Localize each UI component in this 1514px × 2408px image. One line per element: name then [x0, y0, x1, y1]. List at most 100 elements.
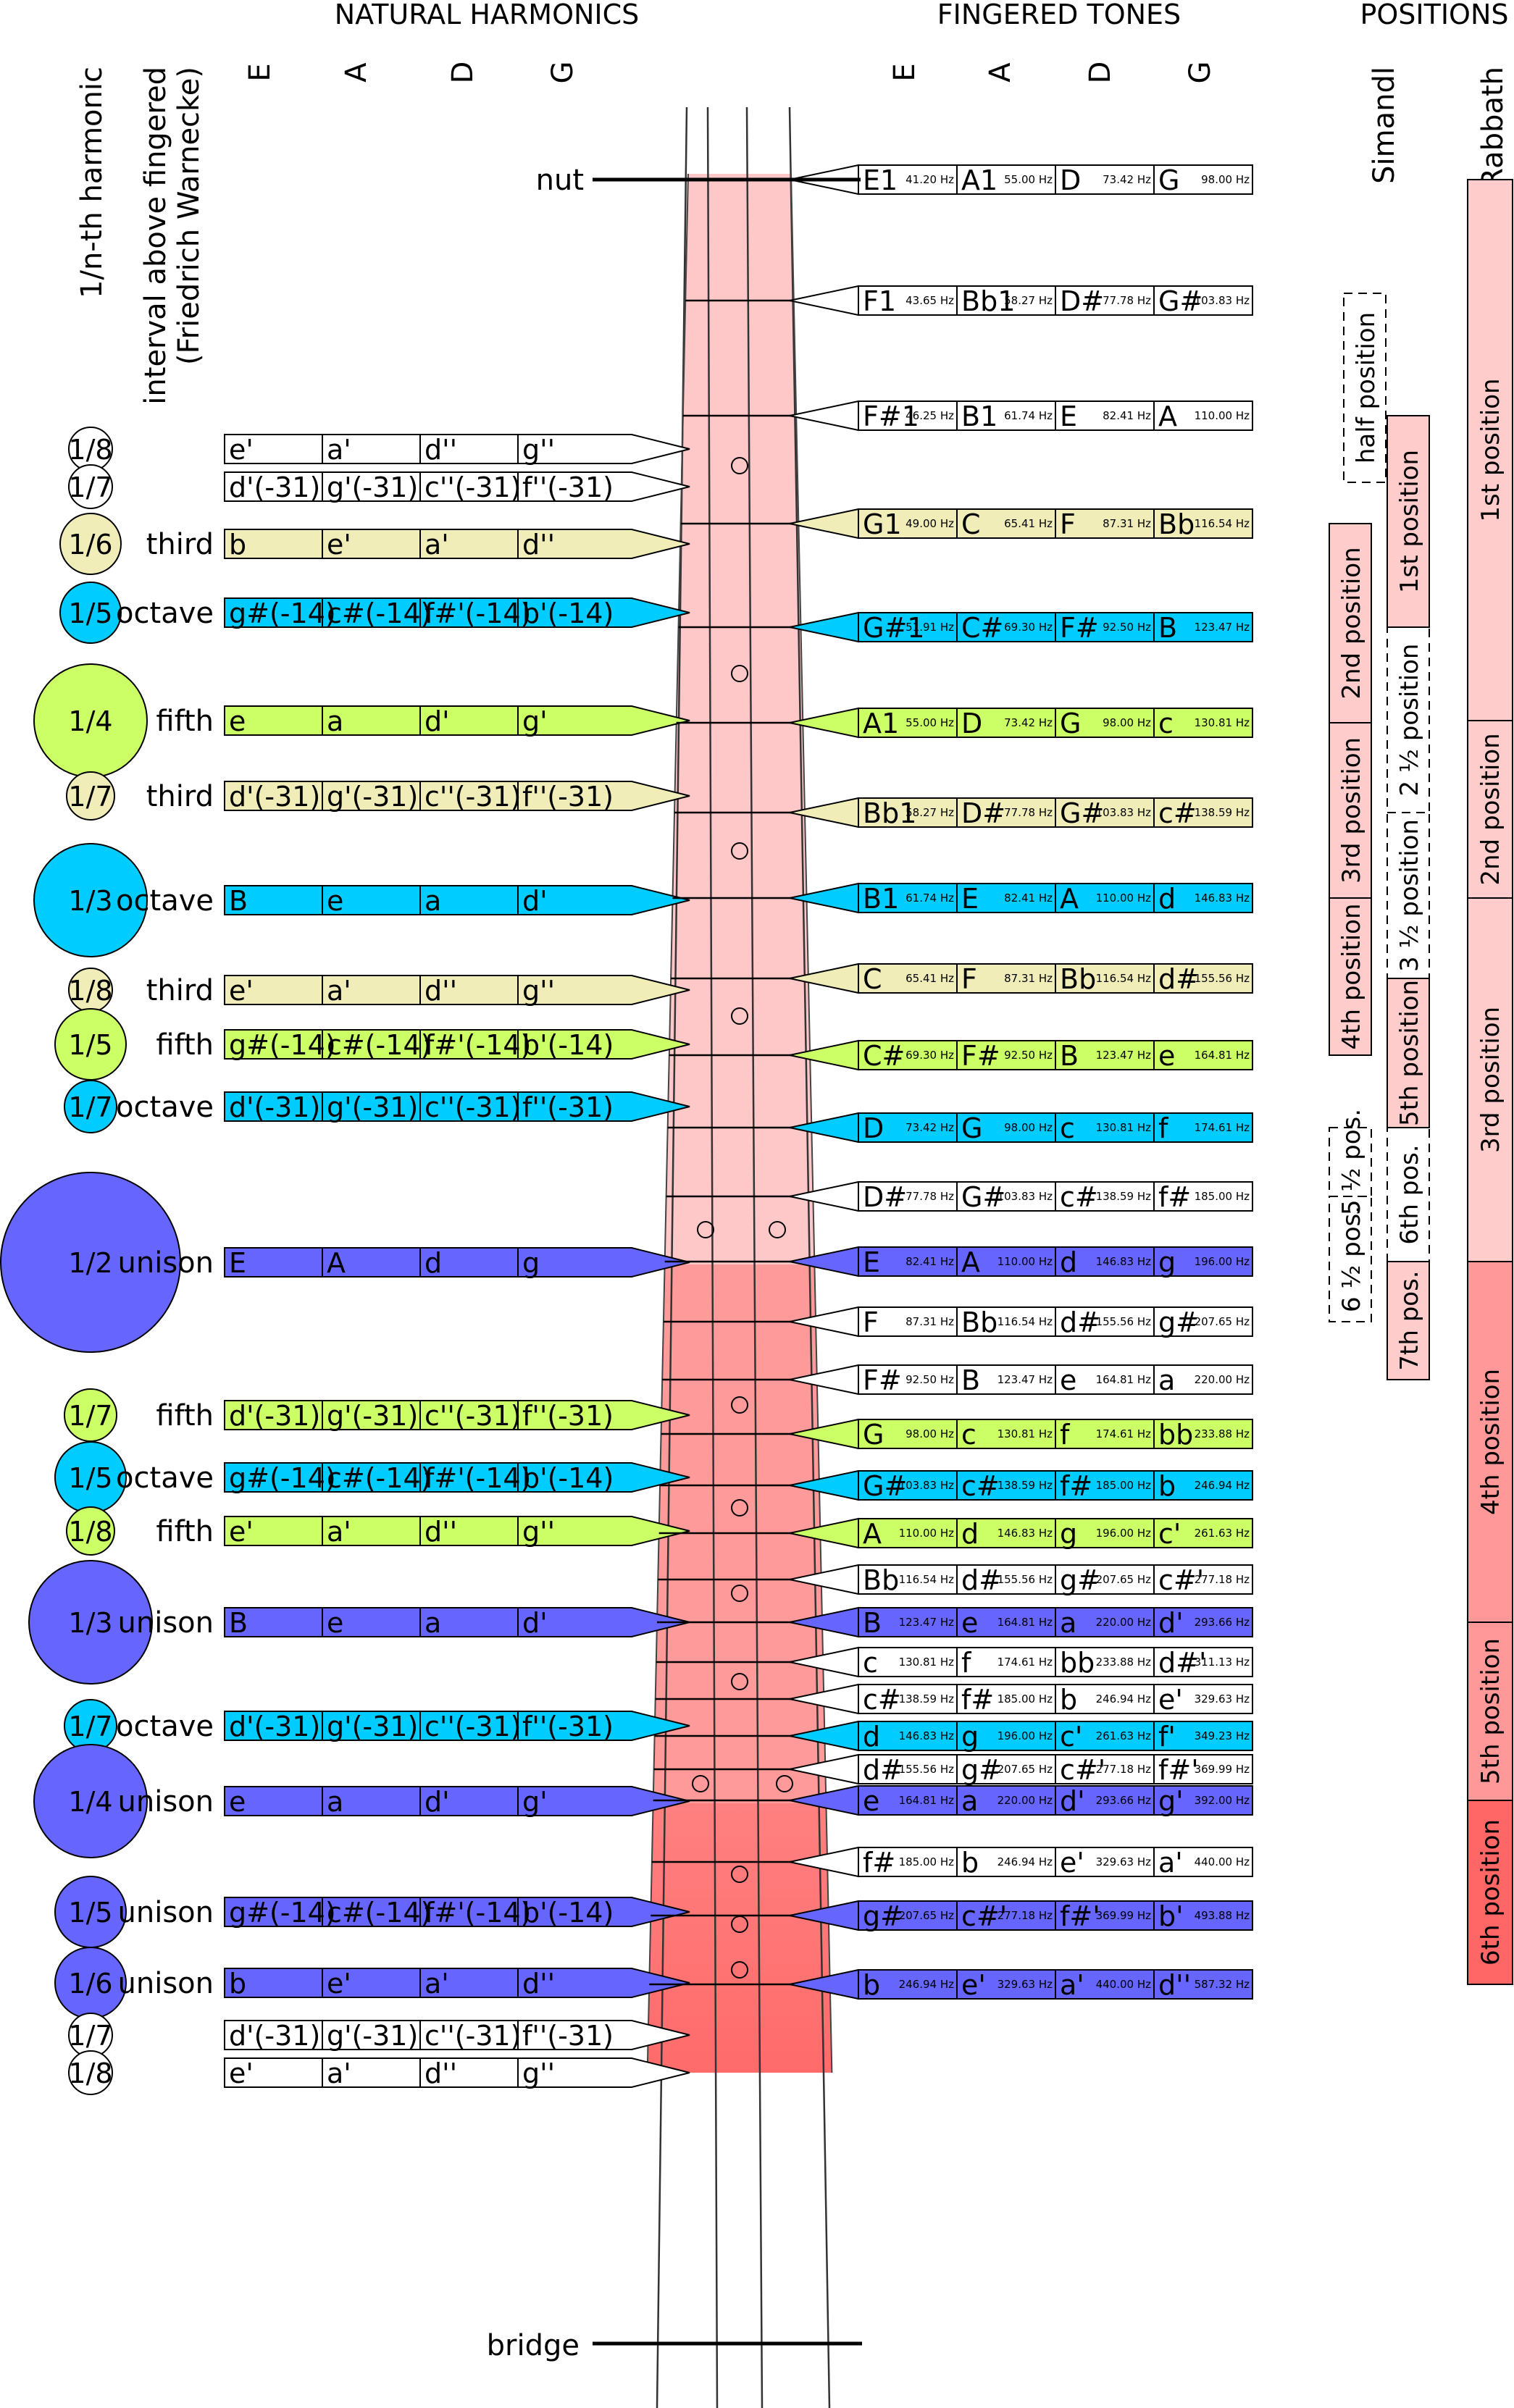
- fingered-cell: [1055, 708, 1155, 738]
- fingered-cell: [1153, 1419, 1253, 1449]
- harmonic-note: b'(-14): [522, 1897, 614, 1929]
- fingered-frequency: 185.00 Hz: [899, 1855, 955, 1868]
- fingered-cell: [858, 1969, 958, 2000]
- fingered-frequency: 164.81 Hz: [998, 1616, 1053, 1629]
- fingered-cell: [956, 1246, 1056, 1277]
- simandl-position-label: 3rd position: [1337, 737, 1366, 884]
- fingered-cell: [858, 1419, 958, 1449]
- fingered-frequency: 87.31 Hz: [1103, 517, 1151, 530]
- harmonic-ratio: 1/7: [68, 781, 112, 813]
- harmonic-note: d': [522, 1607, 548, 1639]
- simandl-position-box: [1387, 978, 1430, 1128]
- column-header-interval-source: (Friedrich Warnecke): [172, 67, 206, 365]
- fingered-frequency: 110.00 Hz: [899, 1527, 955, 1540]
- harmonic-note: f''(-31): [522, 471, 614, 503]
- fingered-cell: [956, 1847, 1056, 1877]
- simandl-position-label: 7th pos.: [1395, 1270, 1424, 1370]
- fingered-cell: [1153, 1040, 1253, 1070]
- fingered-note: b': [1158, 1900, 1184, 1932]
- fingered-note: e': [1060, 1847, 1084, 1879]
- fingered-note: e: [1158, 1040, 1175, 1072]
- fingered-cell: [1055, 1181, 1155, 1212]
- fingered-note: g: [1060, 1518, 1077, 1550]
- harmonic-note: c''(-31): [424, 781, 522, 813]
- harmonic-note: B: [229, 1607, 248, 1639]
- fingered-note: c#: [863, 1684, 901, 1716]
- harmonic-node-marker: [731, 1396, 748, 1414]
- harmonic-ratio: 1/3: [68, 1607, 112, 1639]
- harmonic-interval: unison: [118, 1606, 214, 1640]
- harmonic-ratio-circle: [64, 1080, 117, 1133]
- fingered-frequency: 293.66 Hz: [1195, 1616, 1250, 1629]
- harmonic-note: e: [229, 705, 246, 737]
- fingered-note: a: [1060, 1607, 1076, 1639]
- fingered-string-headers: E A D G: [888, 62, 1217, 84]
- fingered-note: g: [961, 1721, 979, 1753]
- fingered-note: c: [961, 1419, 976, 1451]
- fingered-frequency: 110.00 Hz: [1096, 892, 1152, 905]
- fingered-frequency: 110.00 Hz: [1195, 409, 1250, 422]
- fingered-note: f#: [961, 1684, 994, 1716]
- harmonic-pointer: [224, 885, 690, 915]
- harmonic-note: g'': [522, 2057, 555, 2089]
- fingered-note: c': [1060, 1721, 1082, 1753]
- fingered-frequency: 98.00 Hz: [1103, 716, 1151, 729]
- harmonic-pointer: [224, 1400, 690, 1430]
- fingered-frequency: 174.61 Hz: [1096, 1427, 1152, 1440]
- fingered-cell: [956, 1564, 1056, 1595]
- fingered-note: d#: [961, 1564, 1002, 1596]
- harmonic-interval: third: [146, 974, 214, 1007]
- harmonic-ratio: 1/6: [68, 529, 112, 561]
- fingered-frequency: 261.63 Hz: [1096, 1729, 1152, 1742]
- harmonic-note: e': [229, 2057, 254, 2089]
- fingered-note: C: [961, 508, 981, 540]
- fingered-cell: [1055, 164, 1155, 195]
- fingered-cell: [956, 963, 1056, 994]
- fingered-note: c': [1158, 1518, 1181, 1550]
- simandl-position-label: half position: [1352, 312, 1381, 463]
- fingered-cell: [1055, 1754, 1155, 1784]
- fingered-cell: [1153, 708, 1253, 738]
- fingered-cell: [956, 1306, 1056, 1337]
- fingered-note: F#: [863, 1364, 902, 1396]
- harmonic-note: f''(-31): [522, 1711, 614, 1742]
- fingered-frequency: 196.00 Hz: [1195, 1255, 1250, 1268]
- fingered-note: A1: [961, 164, 998, 196]
- fingered-frequency: 65.41 Hz: [1004, 517, 1053, 530]
- fingered-note: G#: [1158, 285, 1203, 317]
- harmonic-note: d': [424, 1786, 450, 1818]
- fingered-frequency: 220.00 Hz: [1195, 1373, 1250, 1386]
- fingered-cell: [1153, 508, 1253, 539]
- fingered-cell: [1055, 1419, 1155, 1449]
- fingered-note: b: [863, 1969, 880, 2001]
- fingered-note: c#: [1158, 797, 1197, 829]
- harmonic-interval: fifth: [156, 1399, 214, 1432]
- fingered-cell: [858, 400, 958, 431]
- fingered-frequency: 164.81 Hz: [1096, 1373, 1152, 1386]
- harmonic-note: f''(-31): [522, 781, 614, 813]
- fingered-frequency: 440.00 Hz: [1195, 1855, 1250, 1868]
- harmonic-ratio: 1/8: [68, 2057, 112, 2089]
- fingered-frequency: 69.30 Hz: [1004, 621, 1053, 634]
- fingered-cell: [858, 883, 958, 913]
- fingered-note: G: [1158, 164, 1179, 196]
- harmonic-note: a: [424, 885, 441, 917]
- rabbath-position-label: 5th position: [1476, 1638, 1505, 1784]
- fingered-frequency: 87.31 Hz: [906, 1315, 954, 1328]
- harmonic-ratio: 1/3: [68, 885, 112, 917]
- simandl-position-label: 6th pos.: [1395, 1144, 1424, 1244]
- fingered-frequency: 116.54 Hz: [1195, 517, 1250, 530]
- fingered-frequency: 233.88 Hz: [1195, 1427, 1250, 1440]
- fingered-cell: [956, 285, 1056, 316]
- fingered-cell: [1153, 797, 1253, 828]
- rabbath-position-label: 1st position: [1476, 378, 1505, 521]
- harmonic-ratio: 1/5: [68, 1897, 112, 1929]
